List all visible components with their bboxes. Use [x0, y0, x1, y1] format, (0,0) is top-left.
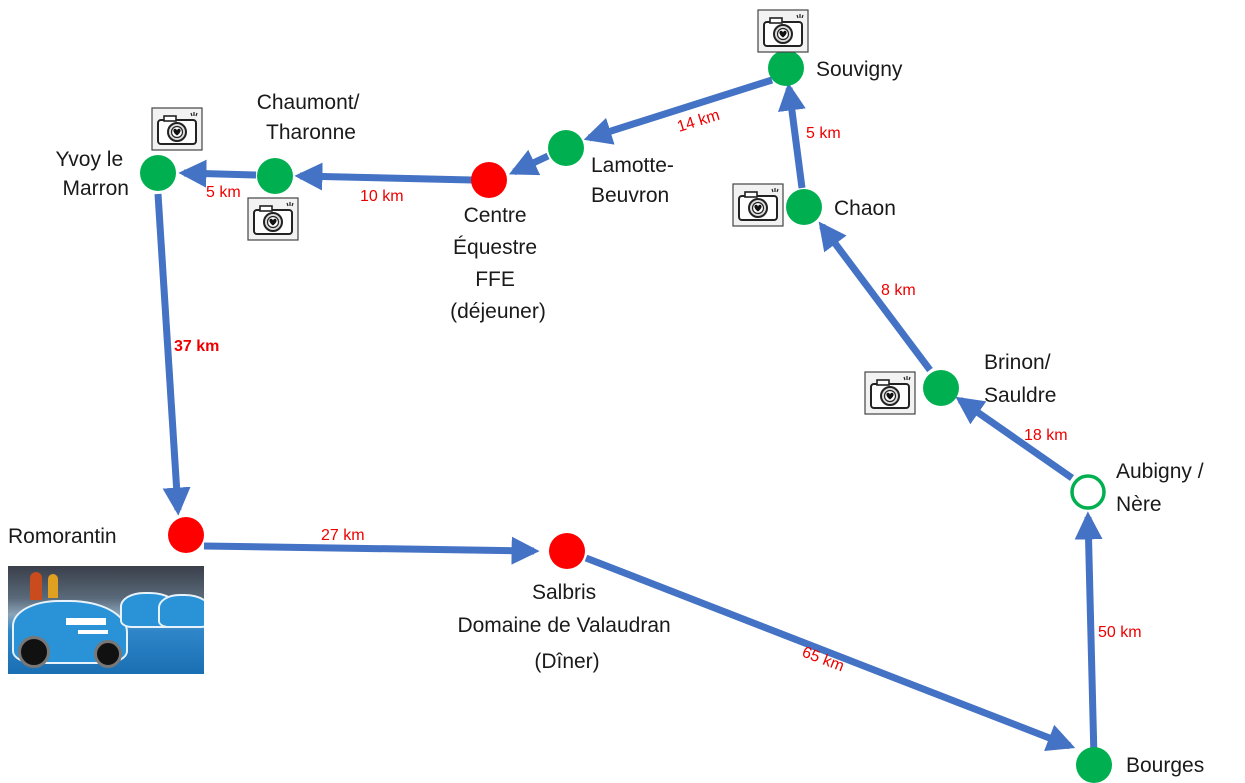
route-bourges-aubigny [1074, 511, 1103, 759]
label-chaumont: Chaumont/ Tharonne [257, 91, 366, 144]
distance-chaumont-yvoy: 5 km [206, 184, 241, 201]
camera-heart-icon [732, 183, 784, 227]
route-chaumont-yvoy [178, 159, 257, 188]
stop-centre-equestre [471, 162, 507, 198]
stop-lamotte [548, 130, 584, 166]
label-aubigny: Aubigny / Nère [1116, 460, 1209, 516]
stop-salbris [549, 533, 585, 569]
distance-chaon-souvigny: 5 km [806, 125, 841, 142]
stop-chaumont [257, 158, 293, 194]
stop-chaon [786, 189, 822, 225]
route-lamotte-centre [508, 149, 550, 176]
label-salbris: Salbris Domaine de Valaudran (Dîner) [457, 581, 676, 673]
label-yvoy: Yvoy le Marron [55, 148, 129, 200]
distance-brinon-chaon: 8 km [881, 282, 916, 299]
stop-brinon [923, 370, 959, 406]
camera-heart-icon [864, 371, 916, 415]
camera-heart-icon [151, 107, 203, 151]
stop-bourges [1076, 747, 1112, 783]
race-cars-photo [8, 566, 204, 674]
distance-bourges-aubigny: 50 km [1098, 624, 1142, 641]
distance-aubigny-brinon: 18 km [1024, 427, 1068, 444]
route-romorantin-salbris [203, 536, 540, 565]
label-centre-equestre: Centre Équestre FFE (déjeuner) [450, 204, 546, 323]
route-centre-chaumont [294, 162, 473, 191]
route-chaon-souvigny [778, 82, 806, 189]
distance-lamotte-centre: 10 km [360, 188, 404, 205]
route-yvoy-romorantin [154, 193, 191, 516]
camera-heart-icon [757, 9, 809, 53]
camera-heart-icon [247, 197, 299, 241]
stop-yvoy [140, 155, 176, 191]
label-romorantin: Romorantin [8, 525, 117, 548]
label-souvigny: Souvigny [816, 58, 903, 81]
route-salbris-bourges [584, 554, 1076, 751]
stop-aubigny [1070, 474, 1106, 510]
stop-souvigny [768, 50, 804, 86]
label-chaon: Chaon [834, 197, 896, 220]
distance-yvoy-romorantin: 37 km [174, 338, 219, 355]
route-brinon-chaon [818, 221, 933, 373]
label-bourges: Bourges [1126, 754, 1204, 777]
label-lamotte: Lamotte- Beuvron [591, 154, 680, 207]
stop-romorantin [168, 517, 204, 553]
route-souvigny-lamotte [583, 76, 774, 145]
label-brinon: Brinon/ Sauldre [984, 351, 1056, 407]
route-aubigny-brinon [955, 396, 1075, 481]
distance-romorantin-salbris: 27 km [321, 527, 365, 544]
